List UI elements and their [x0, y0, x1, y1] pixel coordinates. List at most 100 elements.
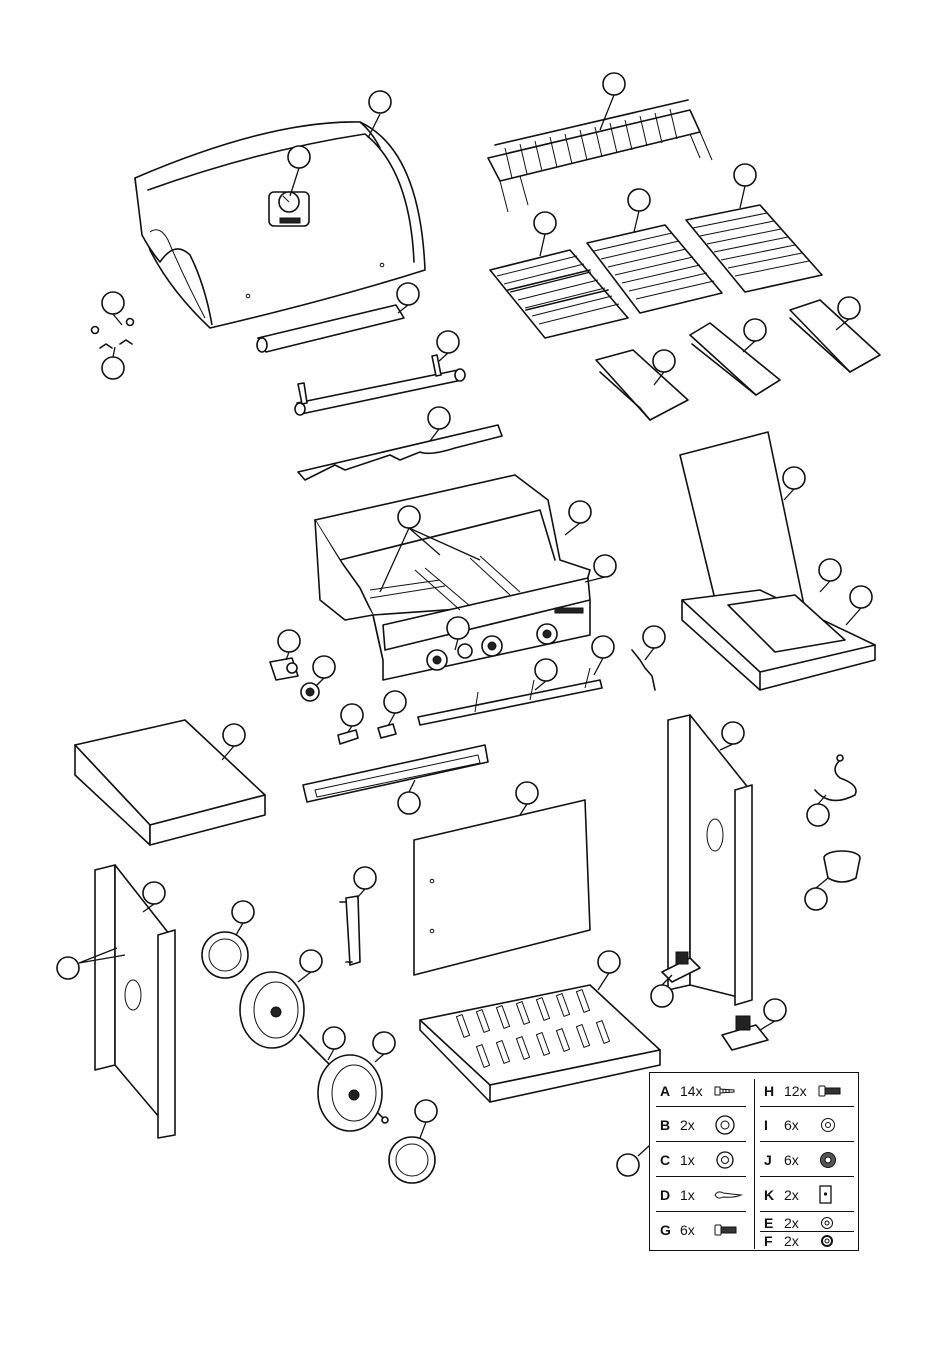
hardware-qty: 2x [680, 1117, 714, 1133]
row-divider [656, 1211, 746, 1212]
lid-handle [295, 355, 465, 415]
hardware-letter: J [764, 1152, 784, 1168]
hardware-row: A 14x [660, 1076, 736, 1106]
callout-circle [437, 331, 459, 353]
callout-circle [428, 407, 450, 429]
large-washer-icon [714, 1114, 736, 1136]
callout-circle [807, 804, 829, 826]
callout-circle [369, 91, 391, 113]
gas-manifold [418, 668, 602, 725]
small-washer-icon [818, 1115, 838, 1135]
callout-circle [594, 555, 616, 577]
callout-circle [415, 1100, 437, 1122]
flame-tamer-2 [690, 323, 780, 395]
callout-circle [323, 1027, 345, 1049]
callout-circle [288, 146, 310, 168]
hardware-letter: H [764, 1083, 784, 1099]
callout-circle [313, 656, 335, 678]
callout-circle [819, 559, 841, 581]
callout-circle [535, 659, 557, 681]
callout-circle [651, 985, 673, 1007]
hardware-qty: 2x [784, 1187, 818, 1203]
caster-2 [722, 1016, 768, 1050]
hardware-qty: 14x [680, 1083, 714, 1099]
bottom-shelf [420, 985, 660, 1102]
thermometer [269, 192, 309, 226]
callout-circle [398, 506, 420, 528]
tank-hook [815, 755, 856, 800]
callout-circle [397, 283, 419, 305]
bracket-plate-icon [818, 1184, 834, 1206]
cotter-pin-icon [714, 1189, 744, 1201]
hardware-qty: 12x [784, 1083, 818, 1099]
callout-circle [223, 724, 245, 746]
callout-circle [534, 212, 556, 234]
hardware-qty: 6x [784, 1117, 818, 1133]
wheel-cover-1 [202, 932, 248, 978]
row-divider [656, 1106, 746, 1107]
washer-icon [714, 1149, 736, 1171]
bolt-icon [818, 1085, 842, 1097]
igniter-module [270, 658, 298, 680]
firebox [315, 475, 590, 680]
hardware-qty: 6x [680, 1222, 714, 1238]
row-divider [760, 1106, 854, 1107]
hardware-letter: K [764, 1187, 784, 1203]
side-burner-housing [682, 590, 875, 690]
left-cart-side [95, 865, 175, 1138]
nut-icon [818, 1150, 838, 1170]
hardware-row: K 2x [764, 1180, 834, 1210]
wheel-2 [318, 1055, 382, 1131]
callout-circle [516, 782, 538, 804]
screw-icon [714, 1085, 736, 1097]
hardware-qty: 1x [680, 1187, 714, 1203]
grease-cup [824, 851, 860, 882]
callout-circle [569, 501, 591, 523]
lid-heat-shield [257, 305, 404, 352]
lid-fasteners [92, 319, 134, 349]
callout-circle [643, 626, 665, 648]
small-washer-icon [818, 1214, 836, 1232]
bolt-icon [714, 1224, 738, 1236]
hardware-qty: 1x [680, 1152, 714, 1168]
callout-circle [653, 350, 675, 372]
callout-circle [447, 617, 469, 639]
hardware-row: I 6x [764, 1110, 838, 1140]
callout-circle [783, 467, 805, 489]
callout-circle [764, 999, 786, 1021]
hardware-qty: 2x [784, 1233, 818, 1249]
callout-circle [278, 630, 300, 652]
callout-circle [57, 957, 79, 979]
rear-heat-deflector [298, 425, 502, 480]
flame-tamer-3 [790, 300, 880, 372]
electrode-wire [632, 650, 655, 690]
hardware-letter: G [660, 1222, 680, 1238]
table-divider [754, 1079, 755, 1249]
callout-circle [722, 722, 744, 744]
ring-icon [818, 1232, 836, 1250]
callout-circle [341, 704, 363, 726]
hardware-row: D 1x [660, 1180, 744, 1210]
callout-circle [744, 319, 766, 341]
row-divider [656, 1141, 746, 1142]
hardware-row: F 2x [764, 1231, 836, 1251]
callout-circle [603, 73, 625, 95]
hardware-row: H 12x [764, 1076, 842, 1106]
hardware-letter: I [764, 1117, 784, 1133]
hardware-row: J 6x [764, 1145, 838, 1175]
warming-rack [488, 100, 712, 212]
callout-circle [373, 1032, 395, 1054]
callout-circle [102, 292, 124, 314]
hardware-qty: 2x [784, 1215, 818, 1231]
row-divider [760, 1176, 854, 1177]
hardware-row: G 6x [660, 1215, 738, 1245]
callout-circle [398, 792, 420, 814]
callout-circle [300, 950, 322, 972]
hardware-letter: D [660, 1187, 680, 1203]
callout-circle [384, 691, 406, 713]
wheel-cover-2 [389, 1137, 435, 1183]
callout-circle [592, 636, 614, 658]
callout-circle [143, 882, 165, 904]
hardware-table: A 14x B 2x C 1x D 1x G 6x H 12x I 6x J [649, 1072, 859, 1251]
callout-circle [232, 901, 254, 923]
